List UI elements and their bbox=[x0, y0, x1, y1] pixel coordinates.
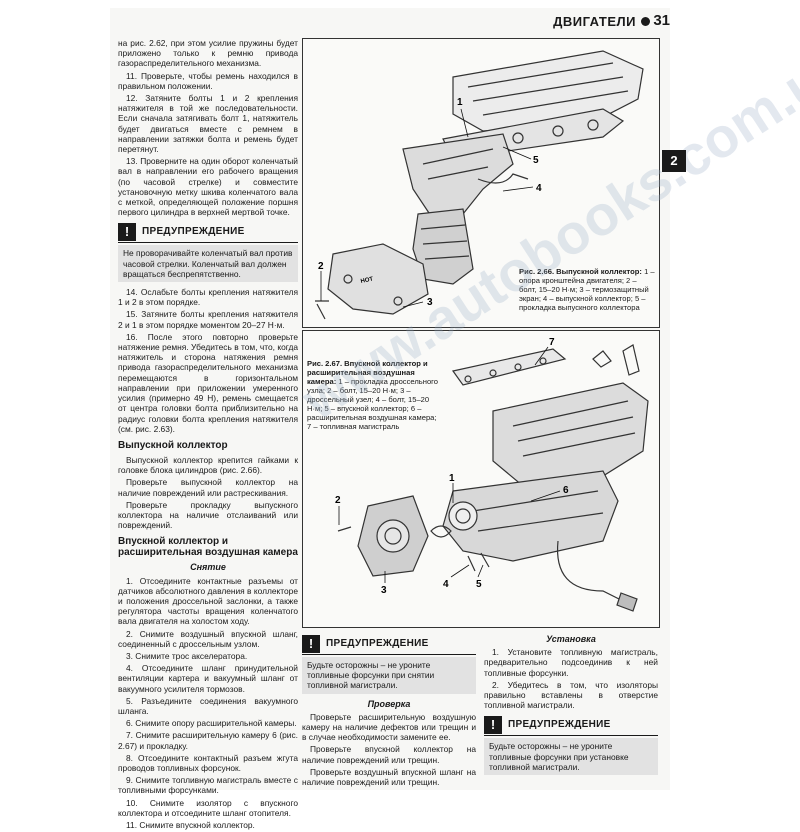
chapter-tab: 2 bbox=[662, 150, 686, 172]
figure-2-66: 1 2 3 4 5 HOT Рис. 2.66. Выпускной колле… bbox=[302, 38, 660, 328]
warning-text: Не проворачивайте коленчатый вал против … bbox=[118, 245, 298, 283]
subheading-removal: Снятие bbox=[190, 562, 226, 573]
exclamation-icon: ! bbox=[118, 223, 136, 242]
paragraph: Проверьте воздушный впускной шланг на на… bbox=[302, 766, 476, 788]
page-number: 31 bbox=[653, 12, 670, 29]
figure-2-66-caption: Рис. 2.66. Выпускной коллектор: 1 – опор… bbox=[519, 267, 655, 312]
removal-step-2: 2. Снимите воздушный впускной шланг, сое… bbox=[118, 628, 298, 649]
figure-2-66-legend: 1 – опора кронштейна двигателя; 2 – болт… bbox=[519, 267, 655, 312]
install-step-1: 1. Установите топливную магистраль, пред… bbox=[484, 647, 658, 678]
subheading-installation: Установка bbox=[546, 634, 596, 644]
callout-1: 1 bbox=[457, 97, 463, 108]
removal-step-6: 6. Снимите опору расширительной камеры. bbox=[126, 718, 297, 729]
paragraph: Проверьте выпускной коллектор на наличие… bbox=[118, 477, 298, 498]
exclamation-icon: ! bbox=[302, 635, 320, 653]
figure-2-67: 7 6 1 2 3 4 5 Рис. 2.67. Впускной коллек… bbox=[302, 330, 660, 628]
text-column-left: на рис. 2.62, при этом усилие пружины бу… bbox=[118, 38, 298, 832]
warning-title: ПРЕДУПРЕЖДЕНИЕ bbox=[142, 226, 245, 238]
warning-box: ! ПРЕДУПРЕЖДЕНИЕ Будьте осторожны – не у… bbox=[484, 715, 658, 776]
callout-5: 5 bbox=[533, 155, 539, 166]
step-13: 13. Проверните на один оборот коленчатый… bbox=[118, 156, 298, 218]
section-heading-exhaust: Выпускной коллектор bbox=[118, 439, 228, 451]
removal-step-10: 10. Снимите изолятор с впускного коллект… bbox=[118, 797, 298, 818]
section-heading-intake: Впускной коллектор и расширительная возд… bbox=[118, 536, 298, 559]
warning-box: ! ПРЕДУПРЕЖДЕНИЕ Будьте осторожны – не у… bbox=[302, 634, 476, 694]
paragraph: Проверьте расширительную воздушную камер… bbox=[302, 711, 476, 743]
warning-text: Будьте осторожны – не уроните топливные … bbox=[484, 738, 658, 776]
callout-2: 2 bbox=[335, 495, 341, 506]
intake-manifold-drawing: 7 6 1 2 3 4 5 bbox=[335, 337, 649, 612]
page-header: ДВИГАТЕЛИ 31 bbox=[110, 8, 670, 34]
chapter-title: ДВИГАТЕЛИ bbox=[553, 14, 636, 29]
callout-2: 2 bbox=[318, 261, 324, 272]
paragraph: на рис. 2.62, при этом усилие пружины бу… bbox=[118, 38, 298, 69]
text-column-right: Установка 1. Установите топливную магист… bbox=[484, 634, 658, 780]
exhaust-manifold-drawing: 1 2 3 4 5 HOT bbox=[315, 50, 644, 320]
callout-5: 5 bbox=[476, 579, 482, 590]
step-14: 14. Ослабьте болты крепления натяжителя … bbox=[118, 287, 298, 308]
step-16: 16. После этого повторно проверьте натяж… bbox=[118, 331, 298, 434]
figure-2-67-caption: Рис. 2.67. Впускной коллектор и расширит… bbox=[307, 359, 439, 431]
callout-4: 4 bbox=[536, 183, 542, 194]
text-column-middle: ! ПРЕДУПРЕЖДЕНИЕ Будьте осторожны – не у… bbox=[302, 634, 476, 789]
removal-step-3: 3. Снимите трос акселератора. bbox=[126, 650, 248, 661]
callout-1: 1 bbox=[449, 473, 455, 484]
removal-step-8: 8. Отсоедините контактный разъем жгута п… bbox=[118, 752, 298, 773]
callout-4: 4 bbox=[443, 579, 449, 590]
exclamation-icon: ! bbox=[484, 716, 502, 735]
removal-step-1: 1. Отсоедините контактные разъемы от дат… bbox=[118, 575, 298, 627]
figure-2-66-title: Рис. 2.66. Выпускной коллектор: bbox=[519, 267, 642, 276]
warning-title: ПРЕДУПРЕЖДЕНИЕ bbox=[508, 719, 611, 731]
removal-step-7: 7. Снимите расширительную камеру 6 (рис.… bbox=[118, 730, 298, 751]
install-step-2: 2. Убедитесь в том, что изоляторы правил… bbox=[484, 679, 658, 711]
warning-text: Будьте осторожны – не уроните топливные … bbox=[302, 657, 476, 694]
warning-title: ПРЕДУПРЕЖДЕНИЕ bbox=[326, 637, 429, 649]
book-page: ДВИГАТЕЛИ 31 на рис. 2.62, при этом усил… bbox=[110, 8, 800, 830]
bullet-icon bbox=[641, 17, 650, 26]
callout-6: 6 bbox=[563, 485, 569, 496]
hot-label: HOT bbox=[360, 276, 374, 285]
callout-3: 3 bbox=[381, 585, 387, 596]
removal-step-11: 11. Снимите впускной коллектор. bbox=[126, 820, 255, 830]
paragraph: Выпускной коллектор крепится гайками к г… bbox=[118, 454, 298, 476]
step-15: 15. Затяните болты крепления натяжителя … bbox=[118, 309, 298, 330]
callout-3: 3 bbox=[427, 297, 433, 308]
callout-7: 7 bbox=[549, 337, 555, 348]
subheading-check: Проверка bbox=[367, 698, 411, 709]
removal-step-4: 4. Отсоедините шланг принудительной вент… bbox=[118, 663, 298, 694]
removal-step-5: 5. Разъедините соединения вакуумного шла… bbox=[118, 695, 298, 716]
figure-2-67-title: Рис. 2.67. Впускной коллектор и расширит… bbox=[307, 359, 428, 386]
warning-box: ! ПРЕДУПРЕЖДЕНИЕ Не проворачивайте колен… bbox=[118, 222, 298, 283]
figure-2-67-legend: 1 – прокладка дроссельного узла; 2 – бол… bbox=[307, 377, 439, 431]
step-12: 12. Затяните болты 1 и 2 крепления натяж… bbox=[118, 93, 298, 155]
removal-step-9: 9. Снимите топливную магистраль вместе с… bbox=[118, 775, 298, 796]
paragraph: Проверьте прокладку выпускного коллектор… bbox=[118, 499, 298, 531]
paragraph: Проверьте впускной коллектор на наличие … bbox=[302, 744, 476, 765]
step-11: 11. Проверьте, чтобы ремень находился в … bbox=[118, 70, 298, 91]
